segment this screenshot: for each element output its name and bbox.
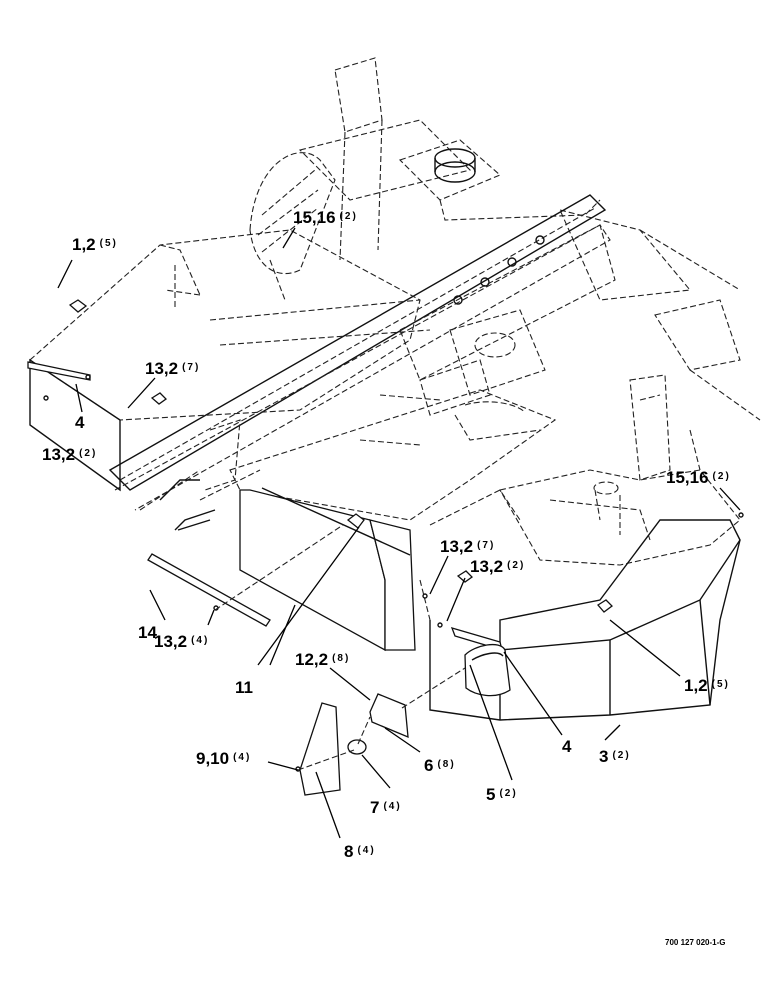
- callout-6: 6(8): [424, 756, 456, 775]
- callout-9-10: 9,10(4): [196, 749, 251, 768]
- callout-15-16-right: 15,16(2): [666, 468, 731, 487]
- machine-illustration: [27, 57, 761, 796]
- callout-3: 3(2): [599, 747, 631, 766]
- callout-13-2-center-upper: 13,2(7): [440, 537, 495, 556]
- callout-15-16-top: 15,16(2): [293, 208, 358, 227]
- document-number: 700 127 020-1-G: [665, 938, 726, 947]
- callout-12-2: 12,2(8): [295, 650, 350, 669]
- callout-1-2-right: 1,2(5): [684, 676, 730, 695]
- callout-13-2-bottom: 13,2(4): [154, 632, 209, 651]
- leader-lines: [57, 227, 741, 839]
- callout-13-2-left-upper: 13,2(7): [145, 359, 200, 378]
- callout-8: 8(4): [344, 842, 376, 861]
- callout-labels: 1,2(5) 15,16(2) 13,2(7) 4 13,2(2) 15,16(…: [42, 208, 731, 861]
- callout-4-right: 4: [562, 737, 572, 756]
- callout-13-2-left-lower: 13,2(2): [42, 445, 97, 464]
- callout-7: 7(4): [370, 798, 402, 817]
- callout-1-2-top-left: 1,2(5): [72, 235, 118, 254]
- callout-14: 14: [138, 623, 157, 642]
- callout-13-2-center-lower: 13,2(2): [470, 557, 525, 576]
- callout-4-left: 4: [75, 413, 85, 432]
- callout-5: 5(2): [486, 785, 518, 804]
- callout-11: 11: [235, 678, 253, 697]
